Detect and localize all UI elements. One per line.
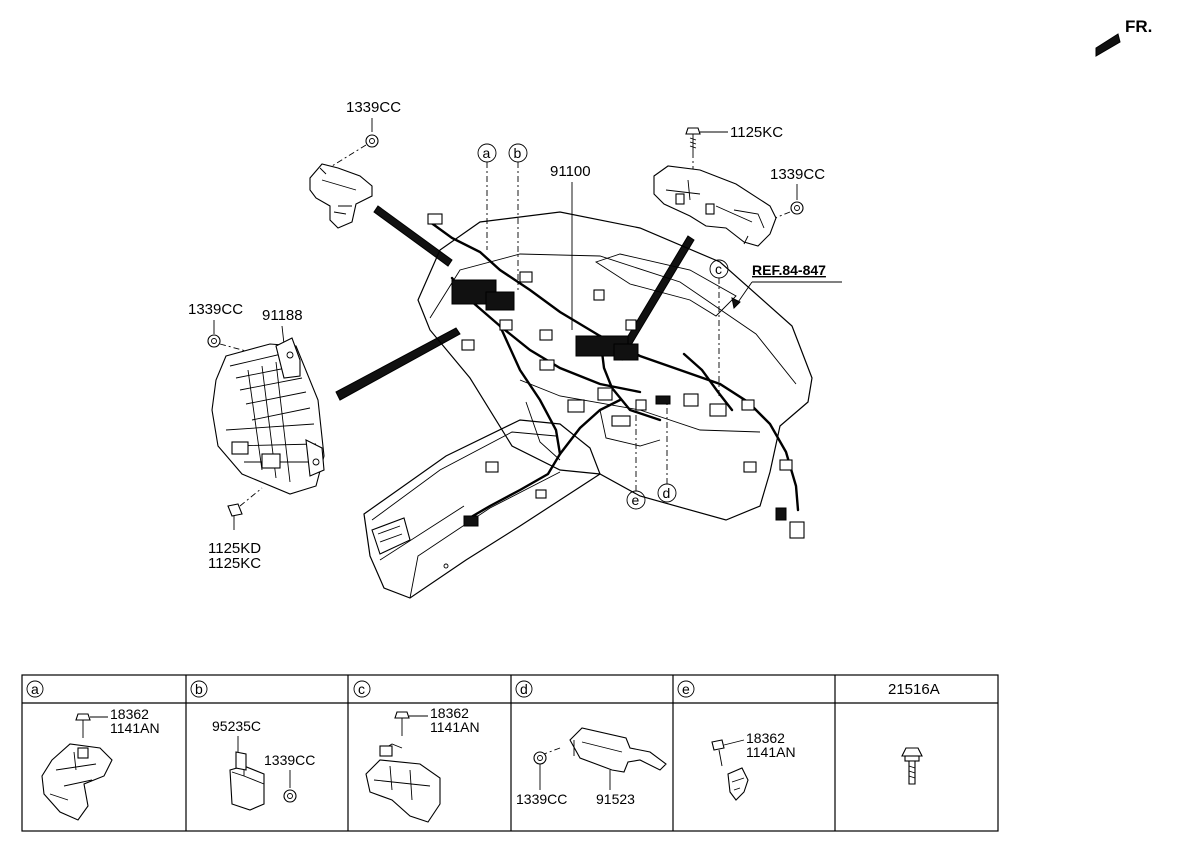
marker-c: c (709, 259, 729, 398)
nut-icon (283, 789, 297, 803)
marker-e: e (626, 412, 646, 510)
svg-text:b: b (195, 681, 203, 697)
callout-bracket-bolt: 1125KC (730, 124, 783, 141)
bolt-icon (227, 503, 243, 530)
detail-table: a b c d e 21516A 18362 1141AN (21, 674, 999, 832)
cell-b-part-1: 95235C (212, 718, 261, 734)
left-clip-assembly: 1339CC (309, 99, 453, 267)
callout-jb-bolt-1: 1125KD (208, 540, 261, 557)
nut-icon (207, 334, 221, 348)
callout-top-clip-nut: 1339CC (346, 99, 401, 116)
cell-d-part-2: 91523 (596, 791, 635, 807)
nut-icon (533, 751, 547, 765)
bolt-icon (711, 739, 725, 767)
bolt-icon (685, 127, 701, 152)
svg-text:e: e (682, 681, 690, 697)
thick-leader-left (373, 205, 453, 267)
nut-icon (790, 201, 804, 215)
bolt-icon (394, 711, 410, 736)
right-bracket (653, 165, 777, 247)
bolt-icon (75, 713, 91, 738)
bolt-icon (901, 747, 923, 785)
table-header-a: a (26, 680, 44, 698)
svg-text:d: d (520, 681, 528, 697)
callout-junction-box: 91188 (262, 307, 303, 324)
cell-c-part-2: 1141AN (430, 719, 480, 735)
callout-reference: REF.84-847 (752, 262, 826, 278)
connector-icon (427, 213, 443, 225)
marker-d: d (657, 402, 677, 503)
cell-e-part-1: 18362 (746, 730, 785, 746)
callout-junction-nut: 1339CC (188, 301, 243, 318)
nut-icon (365, 134, 379, 148)
table-header-b: b (190, 680, 208, 698)
table-header-21516a: 21516A (888, 681, 940, 698)
table-header-c: c (353, 680, 371, 698)
table-cell-21516a (901, 747, 923, 785)
arrow-front-icon (1095, 33, 1121, 57)
callout-main-harness: 91100 (550, 163, 591, 180)
connector-icon (613, 343, 639, 361)
console-outline (363, 419, 601, 599)
table-cell-e: 18362 1141AN (711, 730, 796, 801)
junction-box-body (211, 343, 325, 495)
table-header-e: e (677, 680, 695, 698)
cell-d-part-1: 1339CC (516, 791, 567, 807)
bracket-91523 (569, 727, 667, 773)
marker-b: b (508, 143, 528, 290)
front-label: FR. (1125, 17, 1152, 36)
callout-jb-bolt-2: 1125KC (208, 555, 261, 572)
connector-icon (485, 291, 515, 311)
callout-bracket-nut: 1339CC (770, 166, 825, 183)
right-bracket-assembly: 1125KC 1339CC (615, 124, 825, 361)
table-cell-a: 18362 1141AN (41, 706, 160, 821)
left-clip-bracket (309, 163, 373, 229)
svg-text:c: c (358, 681, 365, 697)
junction-box-assembly: 1339CC 91188 1125KD 1125KC (188, 301, 461, 572)
cell-c-part-1: 18362 (430, 705, 469, 721)
table-cell-c: 18362 1141AN (365, 705, 480, 823)
cell-a-part-2: 1141AN (110, 720, 160, 736)
dashboard-outline (417, 211, 813, 521)
svg-text:a: a (31, 681, 39, 697)
svg-text:b: b (514, 145, 522, 161)
svg-text:e: e (632, 492, 640, 508)
cell-e-part-2: 1141AN (746, 744, 796, 760)
svg-text:c: c (715, 261, 722, 277)
table-cell-d: 1339CC 91523 (516, 727, 667, 807)
main-harness-assembly: 91100 REF.84-847 (363, 163, 842, 599)
table-cell-b: 95235C 1339CC (212, 718, 315, 811)
svg-text:d: d (663, 485, 671, 501)
cell-a-part-1: 18362 (110, 706, 149, 722)
thick-leader-jb (335, 327, 461, 401)
cell-b-part-2: 1339CC (264, 752, 315, 768)
marker-a: a (477, 143, 497, 250)
front-direction-indicator: FR. (1095, 17, 1152, 57)
svg-text:a: a (483, 145, 491, 161)
table-header-d: d (515, 680, 533, 698)
